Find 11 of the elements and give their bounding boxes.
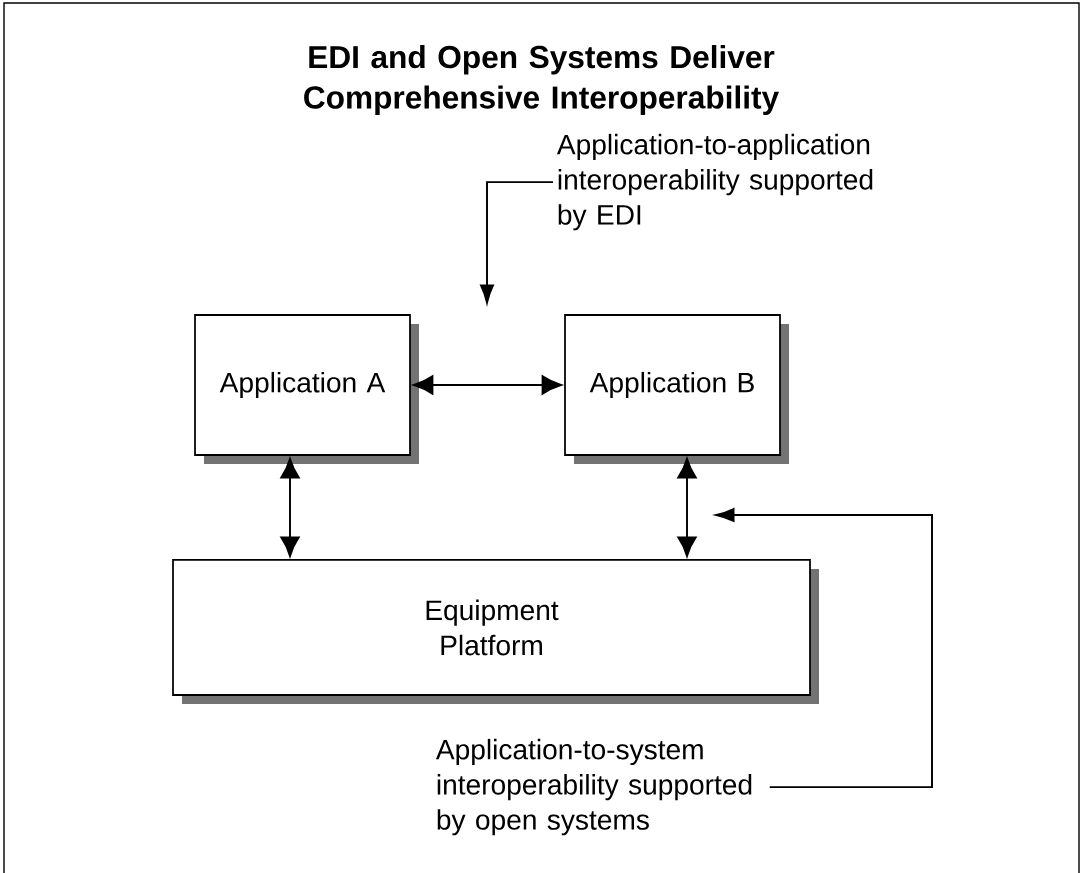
callout-text: Application-to-application interoperability supported by EDI bbox=[556, 133, 873, 231]
leader-line bbox=[715, 508, 933, 789]
double-arrow bbox=[413, 375, 562, 395]
double-arrow bbox=[677, 458, 697, 557]
process-box: Application A bbox=[194, 314, 419, 464]
process-box: Application B bbox=[564, 314, 789, 464]
title: EDI and Open Systems Deliver Comprehensive Interoperability bbox=[304, 45, 779, 115]
process-box: Equipment Platform bbox=[172, 559, 819, 704]
double-arrow bbox=[280, 458, 300, 557]
callout-text: Application-to-system interoperability supported by open systems bbox=[435, 738, 752, 836]
leader-line bbox=[480, 181, 554, 304]
